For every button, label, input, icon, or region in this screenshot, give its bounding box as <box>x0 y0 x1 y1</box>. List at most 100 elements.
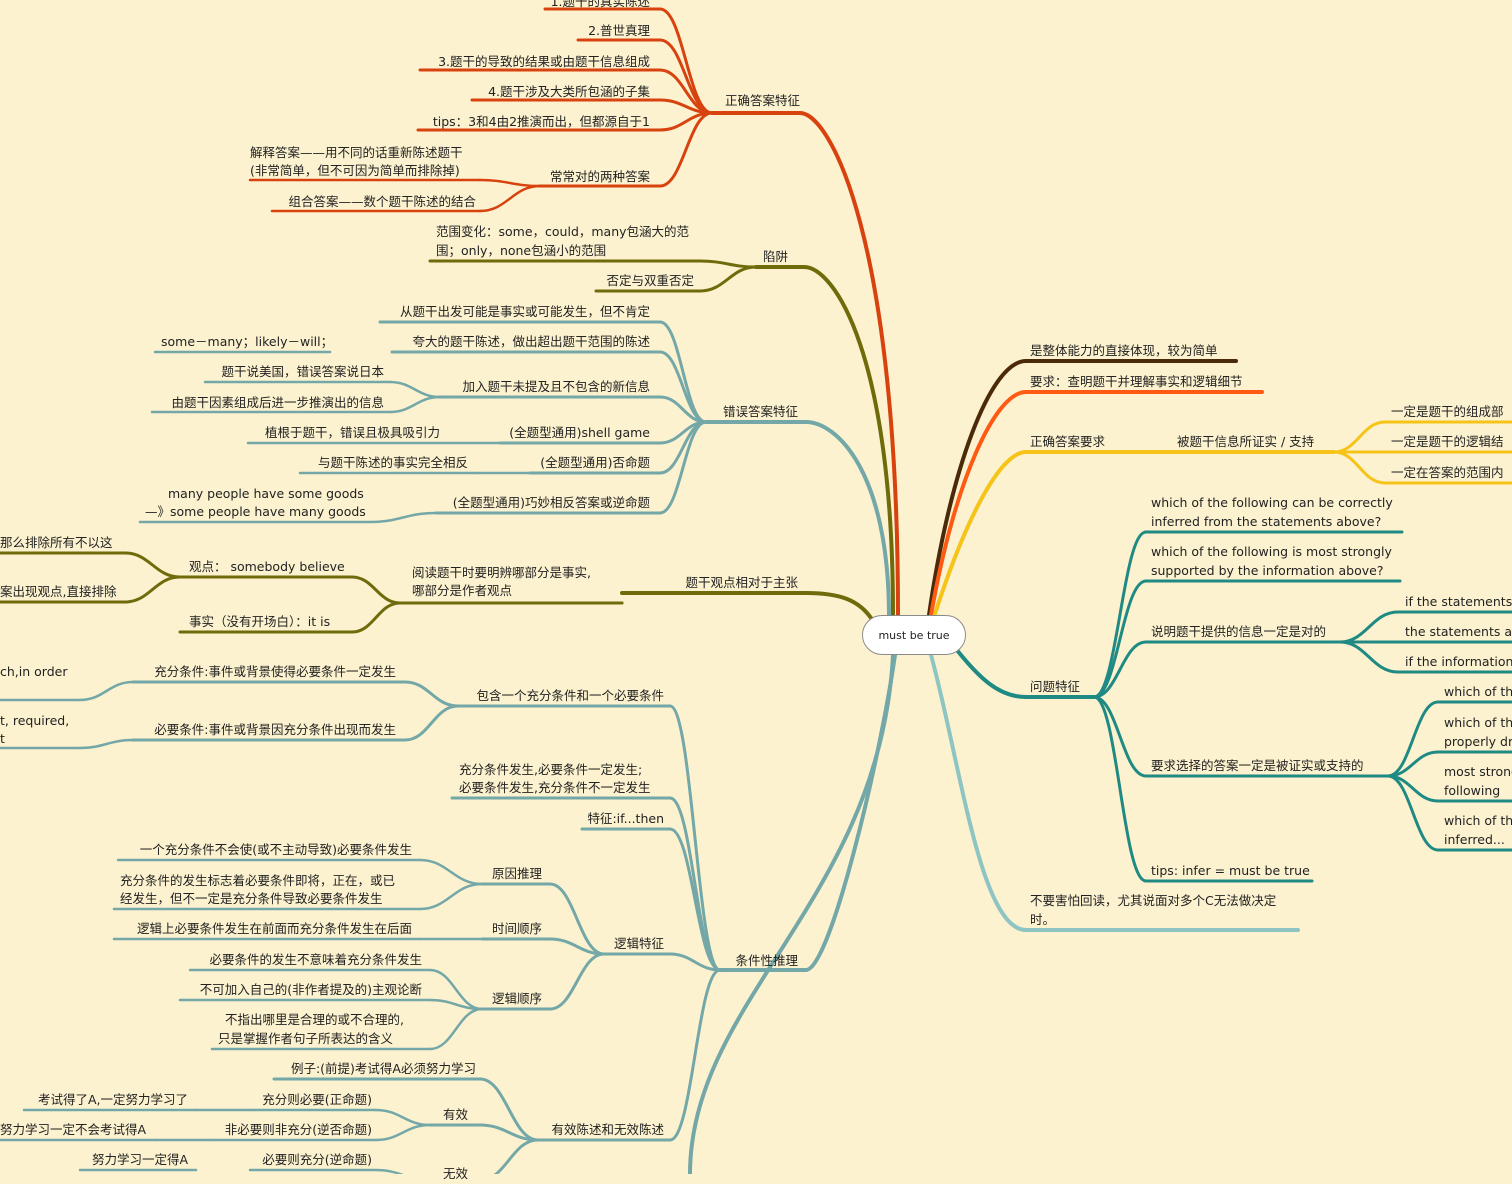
correct-item-4[interactable]: 4.题干涉及大类所包涵的子集 <box>488 84 650 99</box>
valid-not-n-example[interactable]: 努力学习一定不会考试得A <box>0 1122 147 1137</box>
question-q2-line2[interactable]: supported by the information above? <box>1151 563 1384 578</box>
must-support-d-line2[interactable]: inferred... <box>1444 832 1505 847</box>
wrong-shell-example[interactable]: 植根于题干，错误且极具吸引力 <box>264 425 440 440</box>
branch-reread-line1[interactable]: 不要害怕回读，尤其说面对多个C无法做决定 <box>1030 893 1277 908</box>
wrong-exaggerate[interactable]: 夸大的题干陈述，做出超出题干范围的陈述 <box>412 334 650 349</box>
branch-reread-line2[interactable]: 时。 <box>1030 912 1056 927</box>
two-answers-explain-line2[interactable]: (非常简单，但不可因为简单而排除掉) <box>250 163 460 178</box>
branch-correct-answer-features[interactable]: 正确答案特征 <box>724 93 800 108</box>
wrong-possible[interactable]: 从题干出发可能是事实或可能发生，但不肯定 <box>399 304 650 319</box>
viewpoint-cut-text-2[interactable]: 案出现观点,直接排除 <box>0 584 117 599</box>
must-support-c-line2[interactable]: following <box>1444 783 1501 798</box>
valid-n-to-s[interactable]: 必要则充分(逆命题) <box>262 1152 372 1167</box>
l-cut1 <box>78 680 135 702</box>
viewpoint-cut-text-1[interactable]: 那么排除所有不以这 <box>0 535 113 550</box>
cond-valid[interactable]: 有效陈述和无效陈述 <box>551 1122 664 1137</box>
answer-req-c2[interactable]: 一定是题干的逻辑结 <box>1391 434 1504 449</box>
question-q1-line1[interactable]: which of the following can be correctly <box>1151 495 1393 510</box>
logic-cause[interactable]: 原因推理 <box>491 866 542 881</box>
wrong-new-info[interactable]: 加入题干未提及且不包含的新信息 <box>462 379 650 394</box>
branch-wrong-answer-features[interactable]: 错误答案特征 <box>722 404 798 419</box>
valid-not-n[interactable]: 非必要则非充分(逆否命题) <box>224 1122 372 1137</box>
branch-answer-requirement[interactable]: 正确答案要求 <box>1030 434 1106 449</box>
true-info-b[interactable]: the statements ab <box>1405 624 1512 639</box>
wrong-reverse-example-line2[interactable]: —》some people have many goods <box>145 504 366 519</box>
cond-rule-line2[interactable]: 必要条件发生,充分条件不一定发生 <box>459 780 651 795</box>
must-support-a[interactable]: which of th <box>1444 684 1512 699</box>
valid-invalid[interactable]: 无效 <box>442 1166 468 1181</box>
l-q2 <box>1092 640 1148 699</box>
valid-n-to-s-example[interactable]: 努力学习一定得A <box>91 1152 188 1167</box>
link-cut2 <box>123 575 182 604</box>
wrong-shell-game[interactable]: (全题型通用)shell game <box>509 425 650 440</box>
traps-negation[interactable]: 否定与双重否定 <box>606 273 694 288</box>
logic-order-b[interactable]: 不可加入自己的(非作者提及的)主观论断 <box>199 982 422 997</box>
logic-order-c-line1[interactable]: 不指出哪里是合理的或不合理的, <box>225 1012 404 1027</box>
cond-rule-line1[interactable]: 充分条件发生,必要条件一定发生; <box>459 762 643 777</box>
l-q3 <box>1092 695 1148 778</box>
viewpoint-opinion[interactable]: 观点： somebody believe <box>189 559 345 574</box>
answer-req-c3[interactable]: 一定在答案的范围内 <box>1391 465 1504 480</box>
question-true-info[interactable]: 说明题干提供的信息一定是对的 <box>1151 624 1327 639</box>
wrong-negation[interactable]: (全题型通用)否命题 <box>540 455 650 470</box>
must-support-b-line1[interactable]: which of th <box>1444 715 1512 730</box>
question-q2-line1[interactable]: which of the following is most strongly <box>1151 544 1392 559</box>
branch-conditional[interactable]: 条件性推理 <box>735 953 798 968</box>
logic-order-a[interactable]: 必要条件的发生不意味着充分条件发生 <box>209 952 422 967</box>
correct-item-3[interactable]: 3.题干的导致的结果或由题干信息组成 <box>438 54 650 69</box>
question-must-support[interactable]: 要求选择的答案一定是被证实或支持的 <box>1151 758 1364 773</box>
traps-scope-line1[interactable]: 范围变化：some，could，many包涵大的范 <box>436 224 690 239</box>
valid-s-to-n[interactable]: 充分则必要(正命题) <box>262 1092 372 1107</box>
cond-sufficient[interactable]: 充分条件:事件或背景使得必要条件一定发生 <box>154 664 396 679</box>
correct-item-tips[interactable]: tips：3和4由2推演而出，但都源自于1 <box>432 114 650 129</box>
question-q1-line2[interactable]: inferred from the statements above? <box>1151 514 1382 529</box>
true-info-a[interactable]: if the statements <box>1405 594 1512 609</box>
logic-cause-b-line1[interactable]: 充分条件的发生标志着必要条件即将，正在，或已 <box>120 873 396 888</box>
two-answers-combine[interactable]: 组合答案——数个题干陈述的结合 <box>288 194 476 209</box>
valid-example[interactable]: 例子:(前提)考试得A必须努力学习 <box>290 1061 476 1076</box>
question-tips[interactable]: tips: infer = must be true <box>1151 863 1310 878</box>
cond-logic[interactable]: 逻辑特征 <box>613 936 664 951</box>
branch-traps[interactable]: 陷阱 <box>762 249 788 264</box>
must-support-c-line1[interactable]: most strong <box>1444 764 1512 779</box>
cond-cut-text-2[interactable]: t, required, <box>0 713 70 728</box>
answer-req-c1[interactable]: 一定是题干的组成部 <box>1391 404 1504 419</box>
logic-time[interactable]: 时间顺序 <box>491 921 542 936</box>
cond-cut-text-1[interactable]: ch,in order <box>0 664 68 679</box>
branch-question-features[interactable]: 问题特征 <box>1030 679 1081 694</box>
must-support-b-line2[interactable]: properly dr <box>1444 734 1512 749</box>
valid-s-to-n-example[interactable]: 考试得了A,一定努力学习了 <box>37 1092 188 1107</box>
valid-effective[interactable]: 有效 <box>442 1107 468 1122</box>
correct-item-2[interactable]: 2.普世真理 <box>588 23 650 38</box>
logic-cause-b-line2[interactable]: 经发生，但不一定是充分条件导致必要条件发生 <box>120 891 383 906</box>
wrong-reverse-example-line1[interactable]: many people have some goods <box>168 486 364 501</box>
true-info-c[interactable]: if the information <box>1405 654 1512 669</box>
two-answers-node[interactable]: 常常对的两种答案 <box>549 169 650 184</box>
logic-cause-a[interactable]: 一个充分条件不会使(或不主动导致)必要条件发生 <box>139 842 412 857</box>
cond-necessary[interactable]: 必要条件:事件或背景因充分条件出现而发生 <box>154 722 396 737</box>
viewpoint-reading-line2[interactable]: 哪部分是作者观点 <box>412 583 513 598</box>
answer-req-support[interactable]: 被题干信息所证实 / 支持 <box>1177 434 1315 449</box>
wrong-negation-example[interactable]: 与题干陈述的事实完全相反 <box>317 455 468 470</box>
wrong-new-info-a[interactable]: 题干说美国，错误答案说日本 <box>221 364 384 379</box>
two-answers-explain-line1[interactable]: 解释答案——用不同的话重新陈述题干 <box>250 145 463 160</box>
branch-requirement[interactable]: 要求：查明题干并理解事实和逻辑细节 <box>1030 374 1243 389</box>
branch-viewpoint[interactable]: 题干观点相对于主张 <box>685 575 798 590</box>
branch-direct-ability[interactable]: 是整体能力的直接体现，较为简单 <box>1030 343 1218 358</box>
correct-item-1[interactable]: 1.题干的真实陈述 <box>550 0 650 9</box>
wrong-reverse[interactable]: (全题型通用)巧妙相反答案或逆命题 <box>452 495 650 510</box>
logic-order[interactable]: 逻辑顺序 <box>491 991 542 1006</box>
logic-order-c-line2[interactable]: 只是掌握作者句子所表达的含义 <box>218 1031 394 1046</box>
cond-pair[interactable]: 包含一个充分条件和一个必要条件 <box>476 688 664 703</box>
viewpoint-fact[interactable]: 事实（没有开场白）：it is <box>189 614 331 629</box>
root-node[interactable]: must be true <box>862 615 966 655</box>
cond-feature[interactable]: 特征:if...then <box>587 811 664 826</box>
traps-scope-line2[interactable]: 围；only，none包涵小的范围 <box>436 243 607 258</box>
cond-cut-text-3[interactable]: t <box>0 731 5 746</box>
logic-time-a[interactable]: 逻辑上必要条件发生在前面而充分条件发生在后面 <box>136 921 412 936</box>
must-support-d-line1[interactable]: which of th <box>1444 813 1512 828</box>
viewpoint-reading-line1[interactable]: 阅读题干时要明辨哪部分是事实, <box>412 565 591 580</box>
wrong-exaggerate-example[interactable]: some－many；likely－will； <box>161 334 334 349</box>
l-suf <box>403 680 460 708</box>
wrong-new-info-b[interactable]: 由题干因素组成后进一步推演出的信息 <box>171 395 384 410</box>
